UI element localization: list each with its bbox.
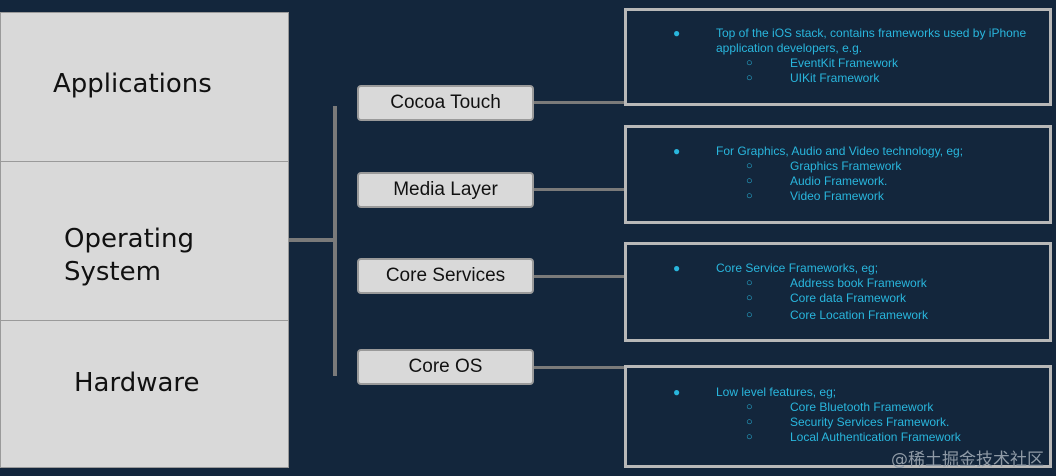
list-item: ○ Core data Framework — [716, 291, 1046, 306]
panel-text: ● For Graphics, Audio and Video technolo… — [673, 144, 1046, 204]
list-item: ○ Core Location Framework — [716, 308, 1046, 323]
circle-bullet-icon: ○ — [746, 309, 753, 321]
framework-name: UIKit Framework — [790, 71, 880, 85]
panel-text: ● Low level features, eg; ○ Core Bluetoot… — [673, 385, 1046, 445]
panel-media-layer: ● For Graphics, Audio and Video technolo… — [624, 125, 1052, 224]
circle-bullet-icon: ○ — [746, 416, 753, 428]
list-item: ○ Audio Framework. — [716, 174, 1046, 189]
panel-description: For Graphics, Audio and Video technology… — [716, 144, 964, 158]
panel-description: Core Service Frameworks, eg; — [716, 261, 879, 275]
bullet-icon: ● — [673, 261, 681, 275]
list-item: ○ Graphics Framework — [716, 159, 1046, 174]
bullet-icon: ● — [673, 26, 681, 40]
circle-bullet-icon: ○ — [746, 401, 753, 413]
bracket-vertical-line — [333, 106, 337, 376]
stack-label-hardware: Hardware — [74, 368, 200, 398]
framework-name: Core data Framework — [790, 291, 907, 305]
list-item: ○ Video Framework — [716, 189, 1046, 204]
circle-bullet-icon: ○ — [746, 292, 753, 304]
list-item: ○ Security Services Framework. — [716, 415, 1046, 430]
layer-media-layer: Media Layer — [357, 172, 534, 208]
stack-connector — [289, 238, 336, 242]
framework-name: EventKit Framework — [790, 56, 899, 70]
framework-name: Core Bluetooth Framework — [790, 400, 934, 414]
panel-description: Low level features, eg; — [716, 385, 837, 399]
circle-bullet-icon: ○ — [746, 160, 753, 172]
framework-name: Local Authentication Framework — [790, 430, 961, 444]
stack-label-operating-system: Operating System — [64, 224, 194, 287]
connector-media-layer — [534, 188, 626, 191]
circle-bullet-icon: ○ — [746, 190, 753, 202]
stack-box-hardware: Hardware — [0, 320, 289, 468]
panel-cocoa-touch: ● Top of the iOS stack, contains framewo… — [624, 8, 1052, 106]
framework-name: Core Location Framework — [790, 308, 929, 322]
panel-core-services: ● Core Service Frameworks, eg; ○ Address … — [624, 242, 1052, 342]
list-item: ○ UIKit Framework — [716, 71, 1046, 86]
framework-name: Address book Framework — [790, 276, 927, 290]
layer-core-services: Core Services — [357, 258, 534, 294]
watermark: @稀土掘金技术社区 — [891, 450, 1044, 470]
connector-core-services — [534, 275, 626, 278]
panel-core-os: ● Low level features, eg; ○ Core Bluetoot… — [624, 365, 1052, 468]
framework-name: Security Services Framework. — [790, 415, 950, 429]
panel-description: Top of the iOS stack, contains framework… — [716, 26, 1027, 55]
panel-text: ● Core Service Frameworks, eg; ○ Address … — [673, 261, 1046, 323]
connector-cocoa-touch — [534, 101, 626, 104]
circle-bullet-icon: ○ — [746, 277, 753, 289]
panel-text: ● Top of the iOS stack, contains framewo… — [673, 26, 1046, 86]
bullet-icon: ● — [673, 144, 681, 158]
circle-bullet-icon: ○ — [746, 175, 753, 187]
list-item: ○ Core Bluetooth Framework — [716, 400, 1046, 415]
bullet-icon: ● — [673, 385, 681, 399]
stack-box-operating-system: Operating System — [0, 161, 289, 321]
circle-bullet-icon: ○ — [746, 431, 753, 443]
layer-core-os: Core OS — [357, 349, 534, 385]
layer-cocoa-touch: Cocoa Touch — [357, 85, 534, 121]
framework-name: Video Framework — [790, 189, 884, 203]
circle-bullet-icon: ○ — [746, 57, 753, 69]
list-item: ○ EventKit Framework — [716, 56, 1046, 71]
list-item: ○ Local Authentication Framework — [716, 430, 1046, 445]
stack-box-applications: Applications — [0, 12, 289, 162]
connector-core-os — [534, 366, 626, 369]
stack-label-applications: Applications — [53, 69, 212, 99]
circle-bullet-icon: ○ — [746, 72, 753, 84]
framework-name: Graphics Framework — [790, 159, 902, 173]
framework-name: Audio Framework. — [790, 174, 888, 188]
list-item: ○ Address book Framework — [716, 276, 1046, 291]
